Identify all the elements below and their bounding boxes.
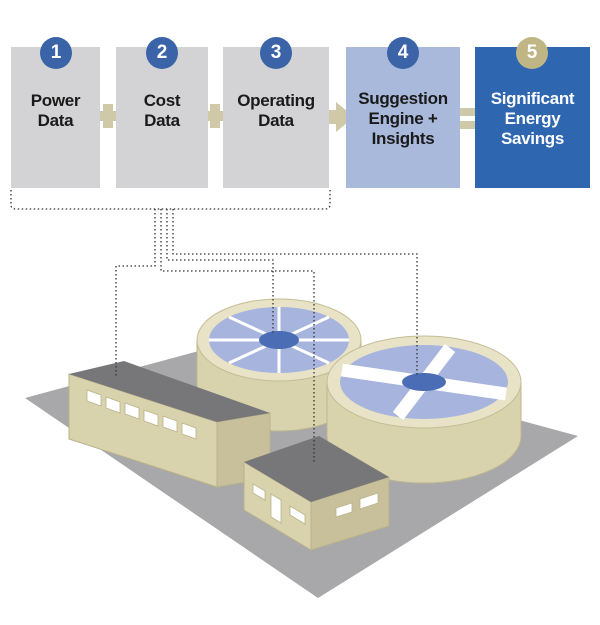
data-connector-lines	[10, 190, 418, 463]
step-label: Suggestion Engine + Insights	[346, 89, 460, 149]
step-box-operating-data: Operating Data	[223, 47, 329, 188]
step-box-suggestion-engine: Suggestion Engine + Insights	[346, 47, 460, 188]
step-label: Power Data	[11, 91, 100, 131]
step-label-line: Savings	[500, 129, 565, 148]
step-number-badge: 5	[516, 37, 548, 69]
step-label-line: Data	[258, 111, 294, 130]
step-box-power-data: Power Data	[11, 47, 100, 188]
step-number-badge: 2	[146, 37, 178, 69]
equals-icon	[453, 108, 479, 129]
plus-icon	[96, 104, 120, 128]
step-label-line: Data	[144, 111, 180, 130]
step-label-line: Data	[37, 111, 74, 130]
step-label-line: Insights	[371, 129, 435, 148]
long-building-windows	[86, 389, 197, 440]
small-building-windows	[252, 483, 379, 525]
step-connectors	[96, 102, 479, 132]
step-box-energy-savings: Significant Energy Savings	[475, 47, 590, 188]
step-label: Operating Data	[223, 91, 329, 131]
step-box-cost-data: Cost Data	[116, 47, 208, 188]
step-label: Cost Data	[116, 91, 208, 131]
step-number-badge: 4	[387, 37, 419, 69]
step-label-line: Operating	[237, 91, 315, 110]
step-label-line: Suggestion	[358, 89, 448, 108]
step-label-line: Energy	[504, 109, 561, 128]
arrow-right-icon	[323, 102, 354, 132]
step-number-badge: 3	[260, 37, 292, 69]
step-label-line: Engine +	[368, 109, 438, 128]
step-label: Significant Energy Savings	[475, 89, 590, 149]
small-building	[243, 436, 390, 551]
clarifier-right	[326, 335, 522, 484]
step-number-badge: 1	[40, 37, 72, 69]
step-label-line: Significant	[490, 89, 575, 108]
step-label-line: Cost	[143, 91, 181, 110]
plus-icon	[203, 104, 227, 128]
step-label-line: Power	[30, 91, 81, 110]
